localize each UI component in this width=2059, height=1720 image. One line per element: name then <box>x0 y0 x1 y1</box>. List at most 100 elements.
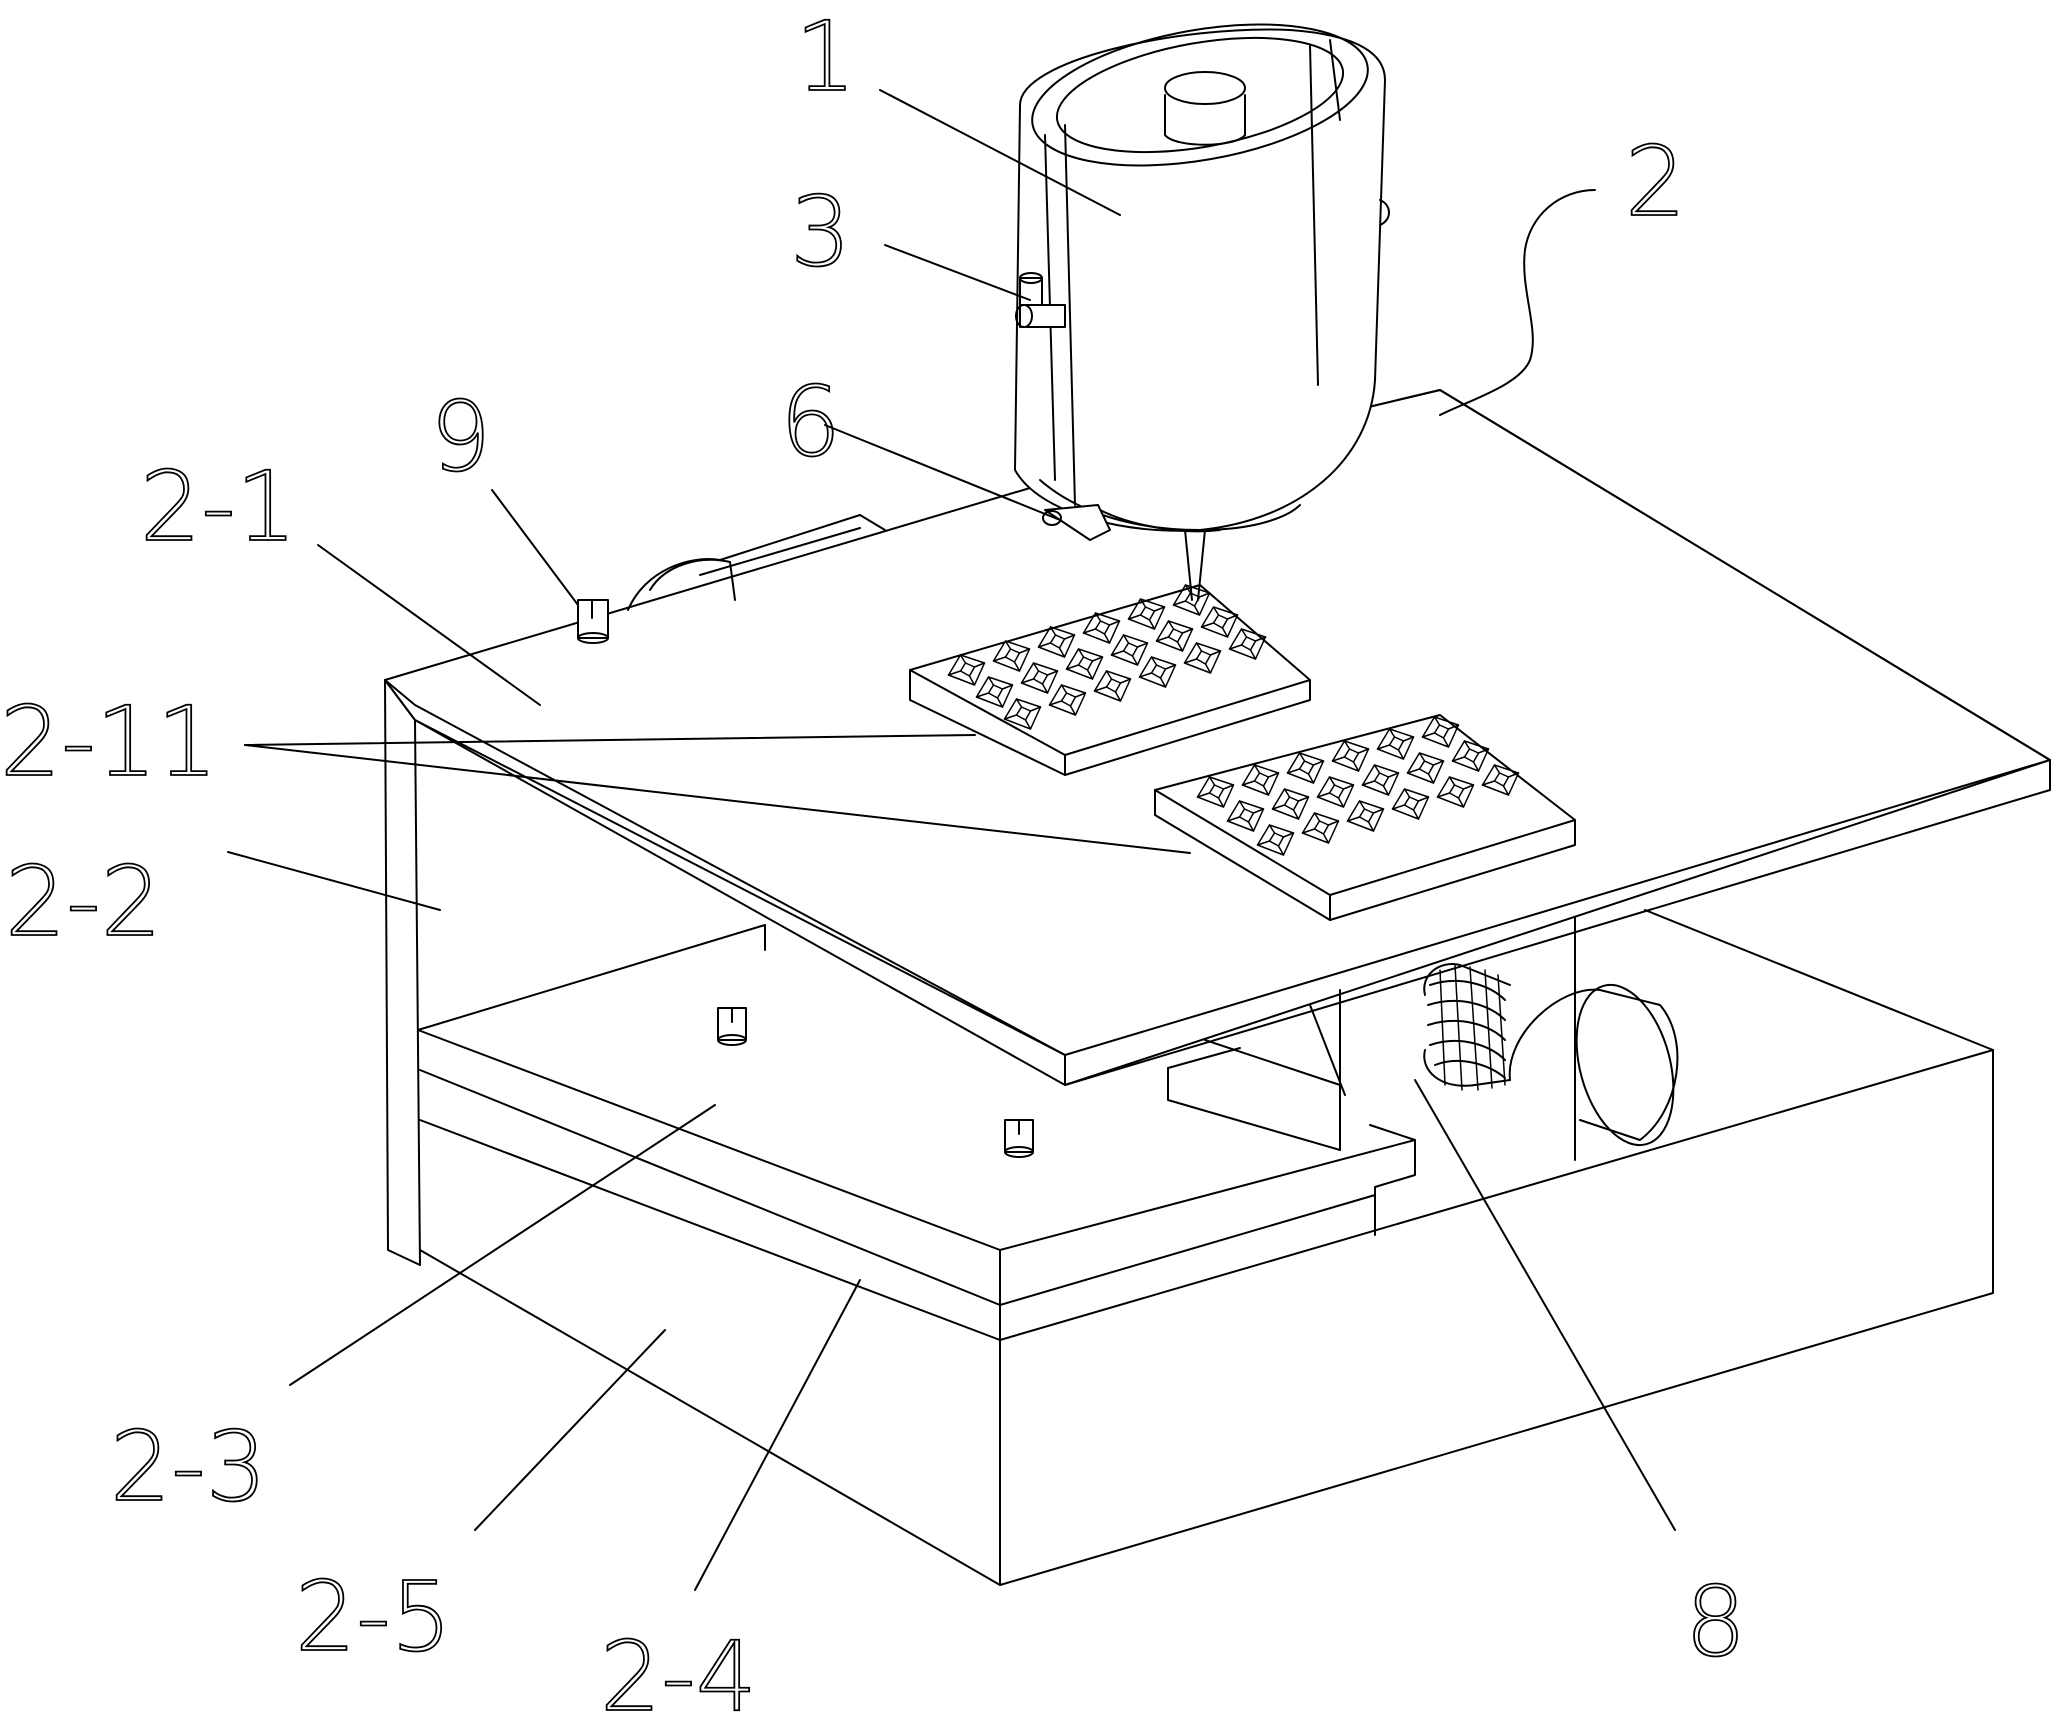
mold-cavity-edge <box>1286 768 1301 774</box>
mold-cavity-edge <box>1432 760 1445 766</box>
mold-cavity-edge <box>1268 824 1276 834</box>
mold-cavity-edge <box>1193 605 1201 616</box>
mold-cavity-edge <box>1159 677 1167 688</box>
mold-cavity-edge <box>1337 797 1345 808</box>
pin-plate-b <box>1004 1119 1034 1158</box>
mold-cavity-edge <box>1217 797 1225 808</box>
label-2: 2 <box>1625 126 1686 238</box>
mold-cavity-edge <box>1204 663 1212 674</box>
mold-cavity-edge <box>1198 592 1211 598</box>
mold-cavity-edge <box>992 656 1007 662</box>
mold-cavity-edge <box>1373 764 1381 774</box>
mold-1 <box>909 584 1311 776</box>
mold-cavity-edge <box>1148 619 1156 630</box>
mold-cavity-edge <box>1196 792 1211 798</box>
mold-cavity-edge <box>1032 662 1040 672</box>
mold-cavity-edge <box>1271 804 1286 810</box>
mold-cavity-edge <box>1457 797 1465 808</box>
mold-cavity-edge <box>1150 656 1158 666</box>
mold-cavity-edge <box>975 692 990 698</box>
mold-cavity-edge <box>1421 732 1436 738</box>
mold-cavity-edge <box>1119 678 1132 684</box>
mold-cavity-edge <box>1256 840 1271 846</box>
mold-cavity-edge <box>1247 821 1255 832</box>
mold-cavity-edge <box>1448 776 1456 786</box>
mold-cavity-edge <box>1253 764 1261 774</box>
mold-cavity-edge <box>1176 641 1184 652</box>
mold-cavity-edge <box>1103 633 1111 644</box>
mold-cavity-edge <box>1322 833 1330 844</box>
mold-cavity-edge <box>1507 772 1520 778</box>
mold-cavity-edge <box>1252 808 1265 814</box>
mold-cavity-edge <box>1122 634 1130 644</box>
mold-cavity-edge <box>1307 773 1315 784</box>
mold-cavity-edge <box>1226 614 1239 620</box>
mold-cavity-edge <box>1074 692 1087 698</box>
mold-cavity-edge <box>1342 784 1355 790</box>
label-2-4: 2-4 <box>600 1621 757 1720</box>
mold-cavity-edge <box>1391 804 1406 810</box>
mold-cavity-edge <box>1226 816 1241 822</box>
mold-cavity-edge <box>1091 656 1104 662</box>
mold-cavity-edge <box>1283 788 1291 798</box>
mold-cavity-edge <box>1094 612 1102 622</box>
mold-cavity-edge <box>1138 672 1153 678</box>
mold-cavity-edge <box>1048 700 1063 706</box>
label-3: 3 <box>790 176 851 288</box>
mold-2-cavities <box>1196 716 1520 856</box>
mold-cavity-edge <box>1082 628 1097 634</box>
mold-cavity-edge <box>1298 752 1306 762</box>
label-2-5: 2-5 <box>295 1561 452 1673</box>
mold-cavity-edge <box>1376 744 1391 750</box>
mold-cavity-edge <box>1316 792 1331 798</box>
mold-cavity-edge <box>1254 636 1267 642</box>
mold-cavity-edge <box>1361 780 1376 786</box>
mold-cavity-edge <box>1240 628 1248 638</box>
label-9: 9 <box>430 381 491 493</box>
mold-cavity-edge <box>1069 705 1077 716</box>
mold-cavity-edge <box>1292 809 1300 820</box>
mold-cavity-edge <box>1058 647 1066 658</box>
mold-cavity-edge <box>1200 622 1215 628</box>
mold-cavity-edge <box>1003 714 1018 720</box>
mold-cavity-edge <box>1013 661 1021 672</box>
mold-cavity-edge <box>1472 761 1480 772</box>
motor-8 <box>1423 963 1679 1147</box>
mold-cavity-edge <box>1241 780 1256 786</box>
mold-cavity-edge <box>1029 706 1042 712</box>
mold-cavity-edge <box>1153 606 1166 612</box>
side-wall <box>384 679 421 1266</box>
mold-cavity-edge <box>1046 670 1059 676</box>
mold-cavity-edge <box>1136 642 1149 648</box>
mold-cavity-edge <box>1297 796 1310 802</box>
label-1: 1 <box>795 1 856 113</box>
mold-cavity-edge <box>987 676 995 686</box>
label-8: 8 <box>1685 1566 1746 1678</box>
mold-cavity-edge <box>1181 628 1194 634</box>
mold-cavity-edge <box>1155 636 1170 642</box>
mold-cavity-edge <box>973 662 986 668</box>
mold-cavity-edge <box>1238 800 1246 810</box>
mold-cavity-edge <box>1108 620 1121 626</box>
mold-cavity-edge <box>1447 724 1460 730</box>
mold-cavity-edge <box>1442 737 1450 748</box>
mold-cavity-edge <box>1060 684 1068 694</box>
nozzle-6 <box>1042 504 1111 541</box>
mold-cavity-edge <box>1093 686 1108 692</box>
mold-cavity-edge <box>1184 584 1192 594</box>
mold-cavity-edge <box>1382 785 1390 796</box>
valve-3 <box>1015 272 1066 328</box>
mold-cavity-edge <box>1139 598 1147 608</box>
label-2-3: 2-3 <box>110 1411 267 1523</box>
mold-cavity-edge <box>1164 664 1177 670</box>
mold-cavity-edge <box>1433 716 1441 726</box>
mold-cavity-edge <box>1367 821 1375 832</box>
mold-cavity-edge <box>1328 776 1336 786</box>
mold-cavity-edge <box>1267 772 1280 778</box>
mold-cavity-edge <box>1502 785 1510 796</box>
mold-cavity-edge <box>1065 664 1080 670</box>
mold-cavity-edge <box>1086 669 1094 680</box>
rear-motor <box>627 514 886 611</box>
leader-lines <box>227 89 1676 1591</box>
